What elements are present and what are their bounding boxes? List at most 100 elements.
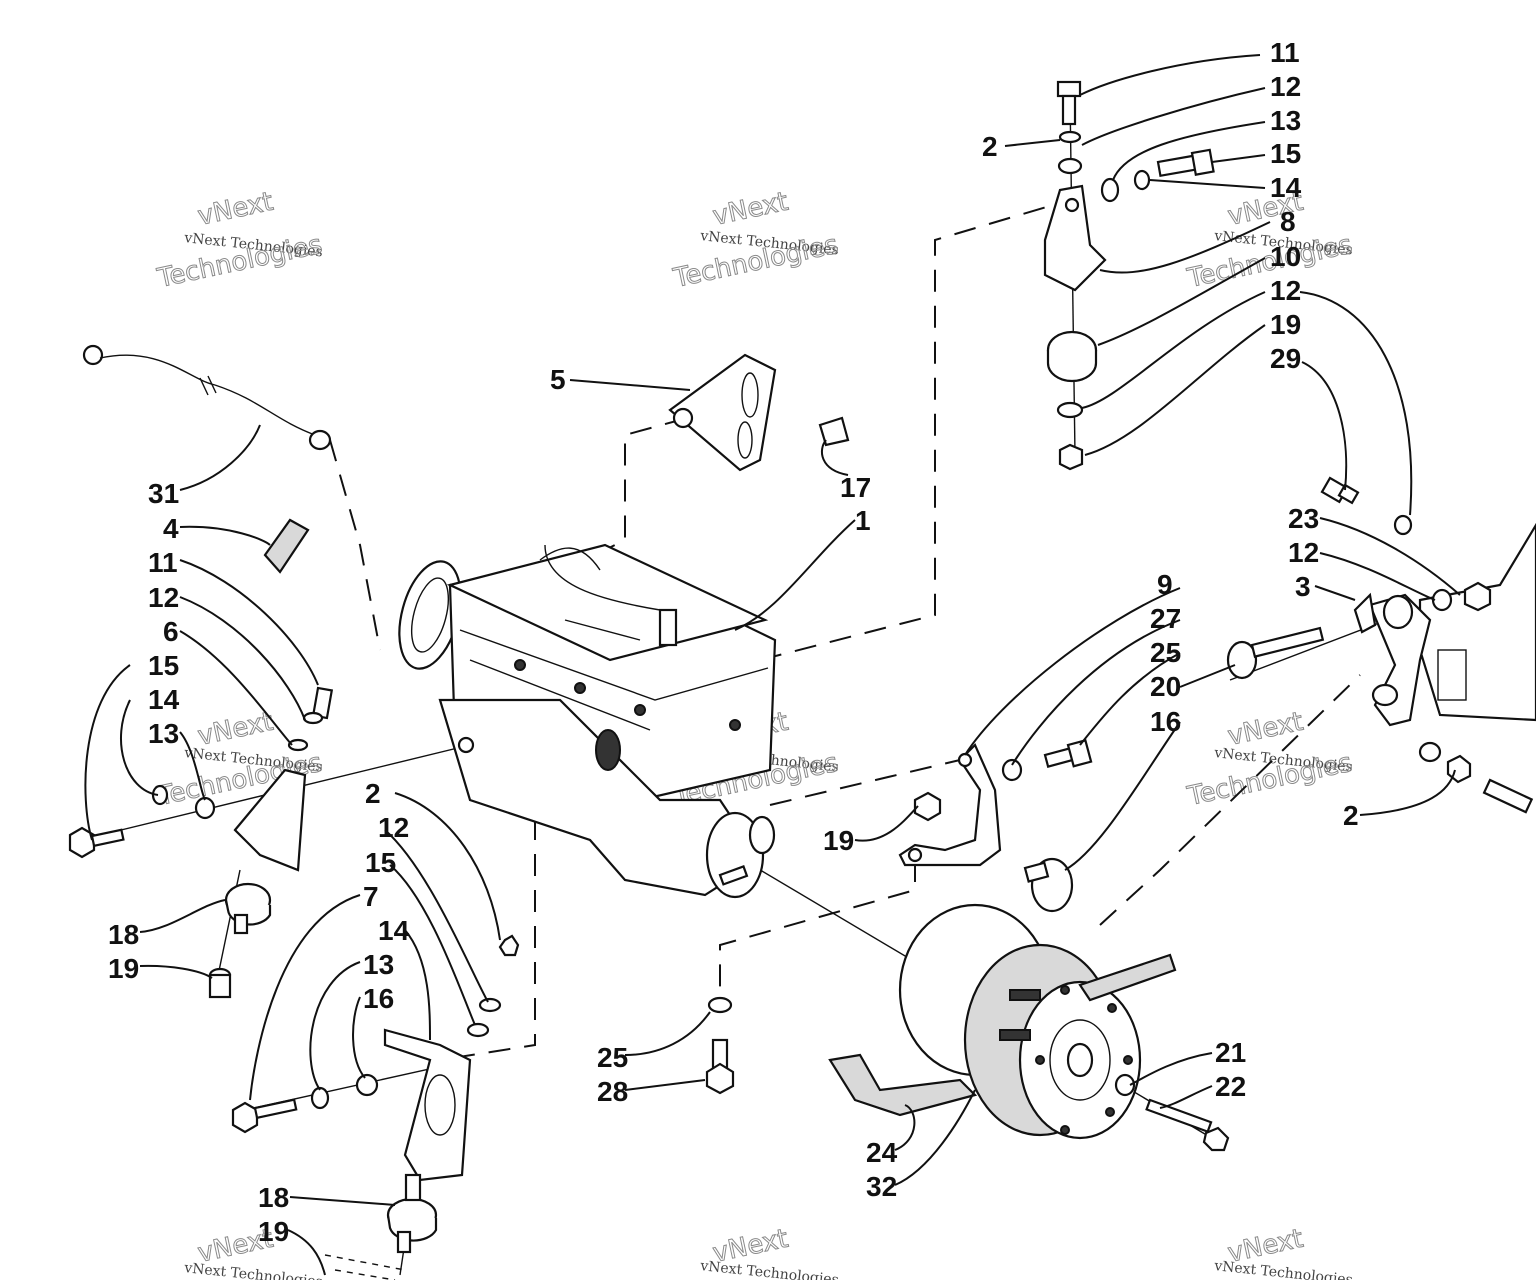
lockwasher-12-left [302,711,324,725]
callout-4: 4 [163,513,179,544]
watermark-bottom-center: vNext vNext Technologies [699,1223,840,1280]
callout-14: 13 [363,949,394,980]
ground-wire-31 [82,344,332,451]
washer-13 [1100,177,1120,203]
leader-lines [84,54,1461,1276]
isolator-10-body [1046,350,1098,383]
bolt-11-shank [1061,94,1077,126]
washer-29 [1393,514,1413,536]
callout-2: 2 [1343,800,1359,831]
watermark-large-1: vNext [710,187,791,232]
lockwasher-12-mid [466,1022,490,1038]
nut-29-top [1058,443,1084,471]
callout-14: 14 [1270,172,1302,203]
mount-bracket-7 [383,1028,472,1182]
washer-19-top [1056,401,1084,419]
mount-7-stack [231,934,520,1280]
nut-19-right [913,791,942,822]
wire-terminal-1 [82,344,104,366]
watermark-top-left: vNext vNext Technologies Technologies [154,186,326,294]
dashed-line-engine-to-top-mount [759,199,1071,661]
callout-9: 9 [1157,569,1173,600]
bolt-25-right-head [1066,738,1093,768]
mount-bracket-9 [898,743,1002,867]
watermark-bottom-right: vNext vNext Technologies [1213,1223,1354,1280]
callout-15: 15 [148,650,179,681]
callout-2: 2 [982,131,998,162]
callout-13: 16 [363,983,394,1014]
nut-right [1463,581,1492,612]
callout-27: 27 [1150,603,1181,634]
callout-19: 19 [1270,309,1301,340]
callout-32: 18 [258,1182,289,1213]
watermark-bottom-left: vNext vNext Technologies [183,1223,324,1280]
bolt-15-mid-head [231,1101,259,1134]
callout-labels: 11 12 13 15 14 2 8 10 12 19 29 5 17 1 31… [108,37,1359,1247]
lockwasher-12-top [1058,130,1082,144]
drive-belt-22 [828,953,1177,1117]
engine-assembly [398,543,777,899]
callout-12: 12 [1288,537,1319,568]
left-mount-stack [68,686,334,999]
washer-14 [1133,169,1151,191]
assembly-dashed-lines [329,199,1361,1061]
washer-14-mid [310,1086,330,1110]
cylinder-head-top [446,543,769,662]
callout-16: 16 [1150,706,1181,737]
nut-18 [208,973,232,999]
callout-31: 31 [148,478,179,509]
callout-11: 11 [148,547,178,578]
callout-29: 29 [1270,343,1301,374]
dashed-line-engine-to-bracket-5 [594,419,681,556]
washer-13-mid [355,1073,379,1097]
callout-27: 25 [597,1042,628,1073]
bolt-25-bottom-head [705,1062,735,1095]
callout-10: 10 [1270,241,1301,272]
bolt-15-head [1190,148,1215,176]
dashed-line-to-bolt-25 [719,860,916,995]
callout-21: 22 [1215,1071,1246,1102]
dashed-line-to-right-mount [1099,674,1361,926]
callout-17: 17 [840,472,871,503]
dashed-line-ground-wire [329,439,381,651]
callout-12: 12 [148,582,179,613]
callout-3: 3 [1295,571,1311,602]
bolt-20-head [1226,640,1258,680]
washer-6 [287,738,309,752]
washer-13-left [194,796,216,820]
callout-6: 6 [163,616,179,647]
clip-17 [818,416,850,447]
watermark-large-1: vNext [195,707,276,752]
callout-15: 15 [1270,138,1301,169]
washer-12-right [1431,588,1453,612]
callout-5: 5 [550,364,566,395]
bracket-5 [668,353,777,472]
bolt-15-left-shank [90,828,125,848]
callout-23: 23 [1288,503,1319,534]
mount-bracket-6 [233,768,307,872]
callout-12: 12 [1270,275,1301,306]
callout-8: 8 [1280,206,1296,237]
bolt-20-shank [1250,626,1325,658]
clutch-bolt-21 [1114,1073,1230,1152]
wire-terminal-2 [308,429,332,451]
bolt-right-bottom [1482,778,1534,814]
watermark-small: vNext Technologies [699,1258,840,1280]
callout-25: 28 [597,1076,628,1107]
washer-2-mid [478,997,502,1013]
crankcase-port [595,729,621,771]
watermark-large-1: vNext [1225,707,1306,752]
isolator-16-right-stud [1023,861,1050,883]
bracket-plate [668,353,777,472]
callout-15: 7 [363,881,379,912]
callout-19: 19 [823,825,854,856]
isolator-32-stud [404,1173,422,1202]
mount-9-stack [705,738,1093,1095]
watermark-large-1: vNext [195,187,276,232]
washer-27-right [1001,758,1023,782]
washer-28 [1114,1073,1136,1097]
isolator-32-stud-bottom [396,1230,412,1254]
callout-16: 18 [108,919,139,950]
dashed-line-engine-to-mount-9 [769,759,961,806]
